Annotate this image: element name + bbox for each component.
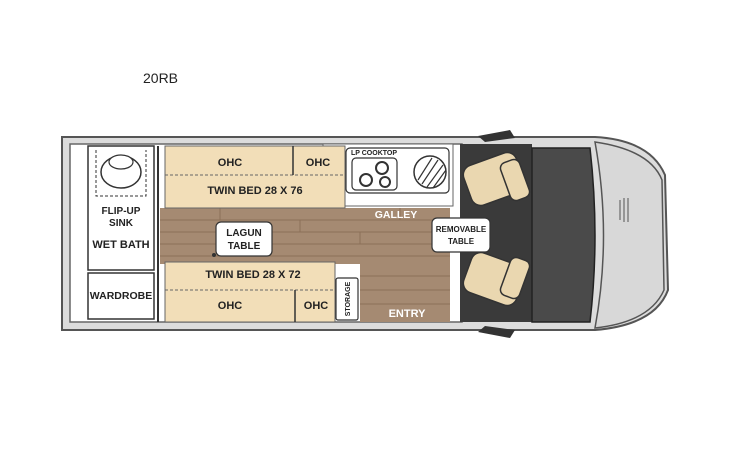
dashboard bbox=[531, 147, 596, 323]
wet-bath-label: WET BATH bbox=[92, 239, 149, 251]
storage-cabinet bbox=[335, 277, 359, 321]
lp-cooktop-label: LP COOKTOP bbox=[351, 150, 397, 157]
burner-2 bbox=[375, 161, 389, 175]
lagun-table-line2: TABLE bbox=[228, 241, 261, 252]
flip-up-sink-line2: SINK bbox=[109, 218, 134, 229]
grille bbox=[619, 198, 629, 222]
ohc-bottom-right: OHC bbox=[304, 300, 329, 312]
bottom-bed bbox=[164, 261, 336, 323]
lagun-table-callout bbox=[215, 221, 273, 257]
cooktop bbox=[351, 157, 398, 191]
removable-table-callout bbox=[431, 217, 491, 253]
ohc-bottom-left: OHC bbox=[218, 300, 243, 312]
burner-3 bbox=[379, 176, 391, 188]
refer-micro-line2: GALLEY bbox=[375, 209, 418, 221]
ohc-top-left: OHC bbox=[218, 157, 243, 169]
twin-bed-top: TWIN BED 28 X 76 bbox=[207, 185, 302, 197]
driver-seat bbox=[462, 151, 531, 207]
removable-table-line1: REMOVABLE bbox=[436, 225, 487, 234]
floor-planks bbox=[160, 208, 450, 257]
entry-label: ENTRY bbox=[389, 308, 427, 320]
model-name: 20RB bbox=[143, 70, 179, 86]
removable-table-line2: TABLE bbox=[448, 237, 475, 246]
mirror-left bbox=[478, 130, 515, 142]
wardrobe-area bbox=[87, 272, 155, 320]
wood-floor bbox=[160, 208, 450, 264]
passenger-seat bbox=[462, 251, 531, 307]
sink-grate bbox=[417, 157, 447, 189]
entry-floor bbox=[360, 262, 450, 322]
ohc-top-right: OHC bbox=[306, 157, 331, 169]
mirror-right bbox=[478, 326, 515, 338]
flip-up-sink-line1: FLIP-UP bbox=[102, 206, 141, 217]
refer-micro-line1: REFER/MICRO bbox=[359, 196, 433, 208]
wardrobe-label: WARDROBE bbox=[90, 290, 152, 302]
twin-bed-bottom: TWIN BED 28 X 72 bbox=[205, 269, 300, 281]
top-bed bbox=[164, 145, 346, 209]
hood bbox=[594, 141, 665, 329]
burner-1 bbox=[359, 173, 373, 187]
lagun-table-line1: LAGUN bbox=[226, 228, 262, 239]
storage-label: STORAGE bbox=[345, 281, 352, 316]
entry-planks bbox=[360, 275, 450, 305]
